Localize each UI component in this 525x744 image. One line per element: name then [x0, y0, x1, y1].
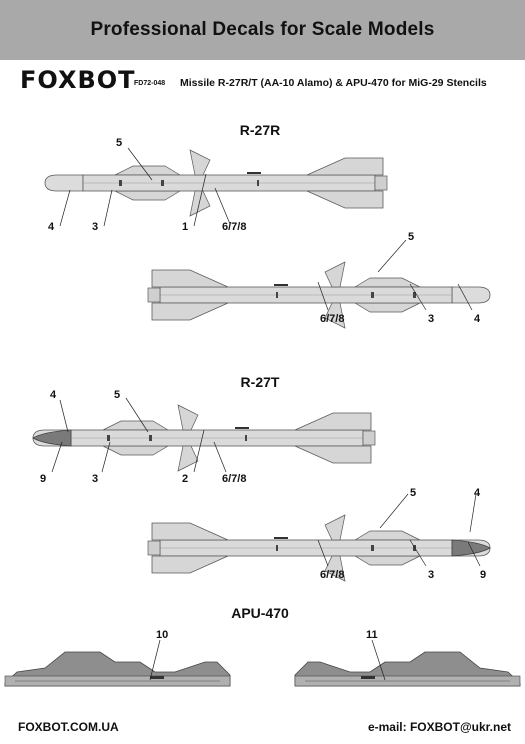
r27r-missile-bottom: [147, 261, 491, 329]
apu470-pylon-left: [4, 651, 231, 687]
callout-r27t-bottom-9: 9: [480, 569, 486, 581]
callout-r27r-top-678: 6/7/8: [222, 221, 246, 233]
leader-lines: [51, 147, 481, 681]
r27t-missile-bottom: [147, 514, 491, 582]
callout-r27r-top-1: 1: [182, 221, 188, 233]
header-banner: Professional Decals for Scale Models: [0, 0, 525, 60]
callout-r27t-bottom-678: 6/7/8: [320, 569, 344, 581]
sheet-subtitle: Missile R-27R/T (AA-10 Alamo) & APU-470 …: [180, 77, 487, 89]
callout-r27t-top-9: 9: [40, 473, 46, 485]
r27t-missile-top: [32, 404, 376, 472]
footer-website: FOXBOT.COM.UA: [18, 720, 119, 734]
banner-title: Professional Decals for Scale Models: [90, 19, 435, 40]
section-title-apu470: APU-470: [231, 605, 289, 621]
callout-apu-10: 10: [156, 629, 168, 641]
foxbot-logo: FOXBOT: [20, 66, 136, 94]
callout-r27t-bottom-3: 3: [428, 569, 434, 581]
callout-r27t-bottom-5: 5: [410, 487, 416, 499]
callout-r27r-top-3: 3: [92, 221, 98, 233]
callout-r27t-bottom-4: 4: [474, 487, 481, 499]
section-title-r27t: R-27T: [240, 374, 280, 390]
section-title-r27r: R-27R: [239, 122, 281, 138]
callout-r27t-top-2: 2: [182, 473, 188, 485]
callout-r27r-bottom-5: 5: [408, 231, 414, 243]
callout-r27r-bottom-4: 4: [474, 313, 481, 325]
r27r-missile-top: [44, 149, 388, 217]
callout-r27t-top-678: 6/7/8: [222, 473, 246, 485]
callout-r27t-top-4: 4: [50, 389, 57, 401]
callout-r27r-top-5: 5: [116, 137, 122, 149]
callout-r27t-top-3: 3: [92, 473, 98, 485]
callout-r27r-bottom-3: 3: [428, 313, 434, 325]
apu470-pylon-right: [294, 651, 521, 687]
callout-r27r-bottom-678: 6/7/8: [320, 313, 344, 325]
product-code: FD72-048: [134, 80, 166, 87]
callout-r27t-top-5: 5: [114, 389, 120, 401]
footer-email: e-mail: FOXBOT@ukr.net: [367, 720, 511, 734]
callout-r27r-top-4: 4: [48, 221, 55, 233]
callout-apu-11: 11: [366, 629, 378, 641]
